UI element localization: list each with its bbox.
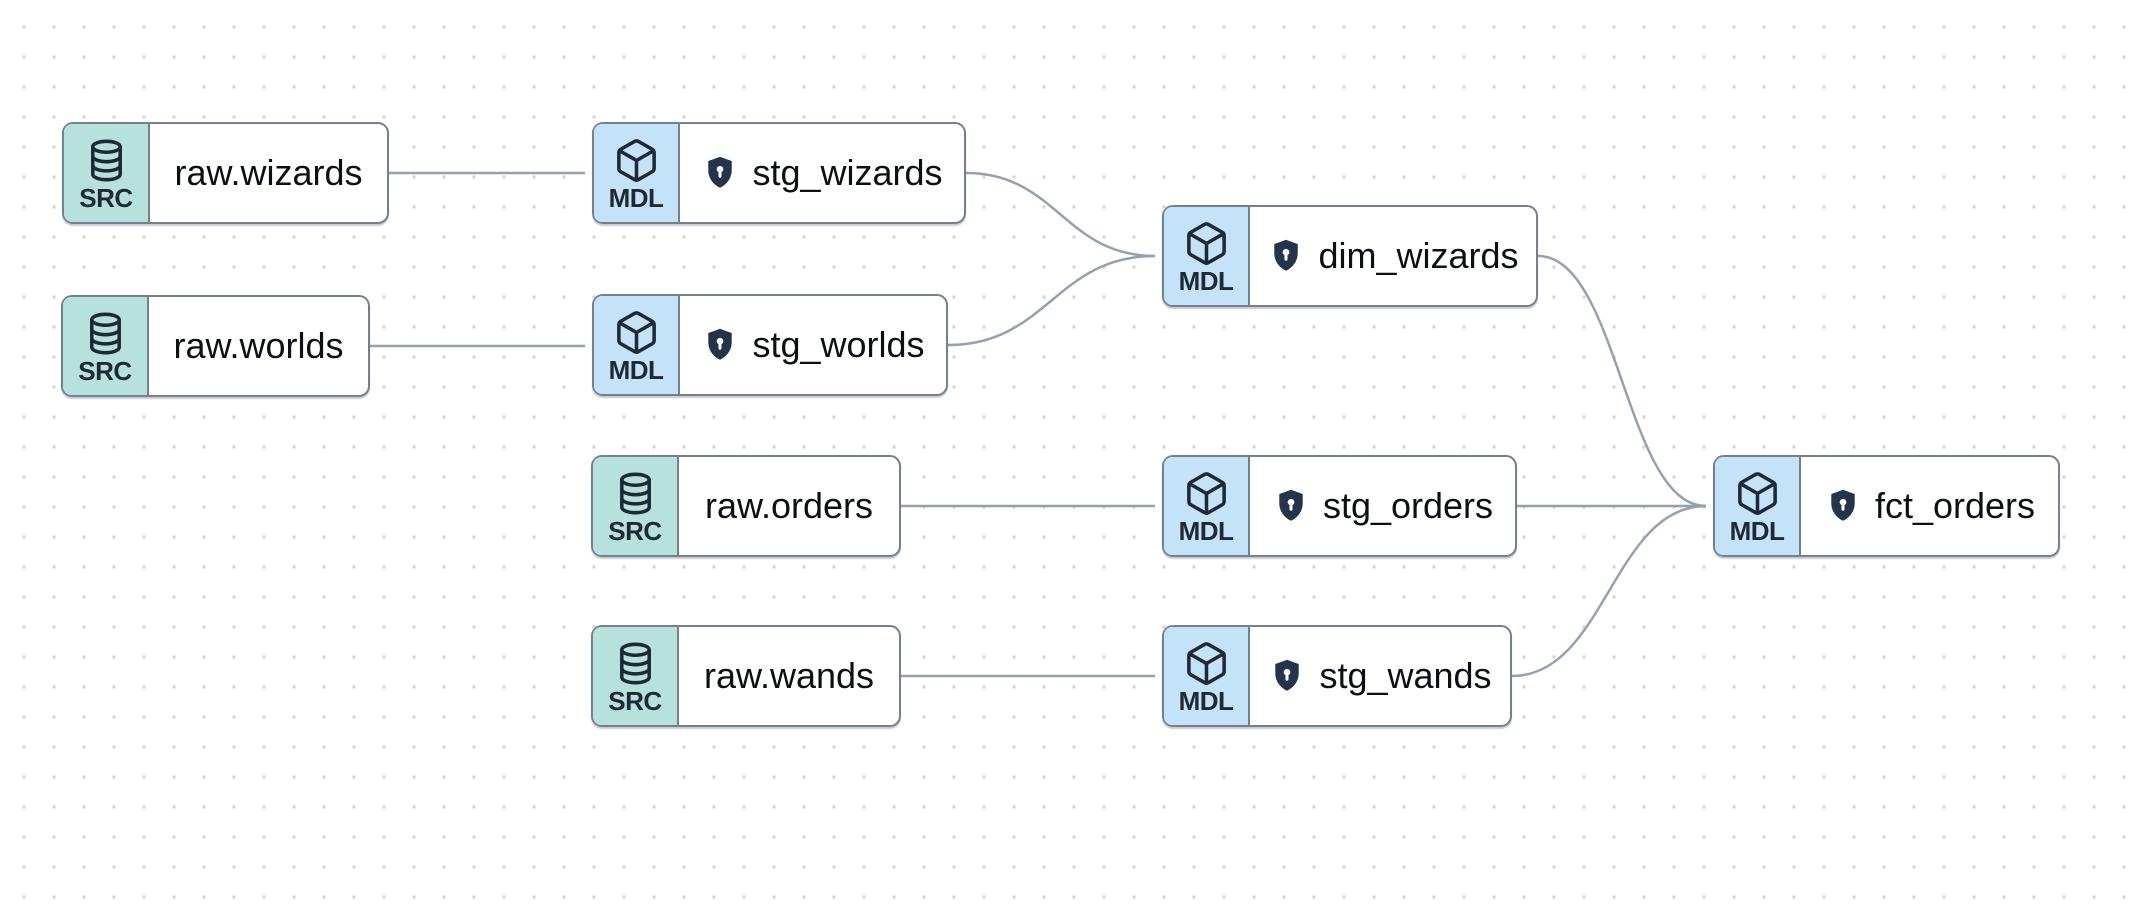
node-raw-orders[interactable]: SRC raw.orders xyxy=(591,455,901,557)
node-stg-wands[interactable]: MDL stg_wands xyxy=(1162,625,1512,727)
cube-icon xyxy=(1183,470,1230,517)
node-label: stg_orders xyxy=(1322,485,1494,526)
node-body: raw.wizards xyxy=(150,124,387,222)
node-type-badge: MDL xyxy=(1164,207,1250,305)
node-type-label: MDL xyxy=(1178,686,1234,716)
node-label: raw.worlds xyxy=(173,325,344,366)
shield-lock-icon xyxy=(701,326,739,364)
node-type-badge: SRC xyxy=(64,124,150,222)
node-label: raw.orders xyxy=(704,485,874,526)
cube-icon xyxy=(1734,470,1781,517)
node-fct-orders[interactable]: MDL fct_orders xyxy=(1713,455,2060,557)
node-type-label: MDL xyxy=(608,355,664,385)
node-label: stg_wizards xyxy=(752,152,943,193)
node-raw-wands[interactable]: SRC raw.wands xyxy=(591,625,901,727)
node-body: stg_orders xyxy=(1250,457,1515,555)
node-type-label: MDL xyxy=(1729,516,1785,546)
node-body: raw.wands xyxy=(679,627,899,725)
node-body: dim_wizards xyxy=(1250,207,1536,305)
node-raw-worlds[interactable]: SRC raw.worlds xyxy=(61,295,370,397)
node-type-label: SRC xyxy=(608,516,662,546)
node-type-label: SRC xyxy=(608,686,662,716)
cube-icon xyxy=(613,309,660,356)
node-label: stg_worlds xyxy=(752,324,925,365)
cube-icon xyxy=(1183,640,1230,687)
node-label: stg_wands xyxy=(1319,655,1492,696)
node-body: stg_worlds xyxy=(680,296,946,394)
node-type-label: SRC xyxy=(79,183,133,213)
shield-lock-icon xyxy=(701,154,739,192)
node-dim-wizards[interactable]: MDL dim_wizards xyxy=(1162,205,1538,307)
node-body: raw.worlds xyxy=(149,297,368,395)
database-icon xyxy=(612,640,659,687)
node-body: stg_wizards xyxy=(680,124,964,222)
node-type-label: MDL xyxy=(1178,266,1234,296)
node-type-badge: MDL xyxy=(1715,457,1801,555)
shield-lock-icon xyxy=(1267,237,1305,275)
shield-lock-icon xyxy=(1272,487,1310,525)
node-type-badge: SRC xyxy=(593,457,679,555)
node-label: raw.wizards xyxy=(174,152,363,193)
node-type-label: MDL xyxy=(608,183,664,213)
node-type-badge: MDL xyxy=(594,124,680,222)
cube-icon xyxy=(613,137,660,184)
edge-stg-wands-to-fct-orders xyxy=(1511,504,1707,678)
node-label: raw.wands xyxy=(703,655,875,696)
edge-stg-worlds-to-dim-wizards xyxy=(947,254,1156,347)
node-stg-wizards[interactable]: MDL stg_wizards xyxy=(592,122,966,224)
database-icon xyxy=(82,310,129,357)
node-stg-worlds[interactable]: MDL stg_worlds xyxy=(592,294,948,396)
node-raw-wizards[interactable]: SRC raw.wizards xyxy=(62,122,389,224)
shield-lock-icon xyxy=(1268,657,1306,695)
node-body: raw.orders xyxy=(679,457,899,555)
edge-stg-wizards-to-dim-wizards xyxy=(965,171,1156,258)
database-icon xyxy=(612,470,659,517)
node-type-label: SRC xyxy=(78,356,132,386)
cube-icon xyxy=(1183,220,1230,267)
edge-dim-wizards-to-fct-orders xyxy=(1537,254,1707,508)
node-type-badge: SRC xyxy=(593,627,679,725)
node-stg-orders[interactable]: MDL stg_orders xyxy=(1162,455,1517,557)
database-icon xyxy=(83,137,130,184)
node-label: fct_orders xyxy=(1874,485,2036,526)
node-type-badge: SRC xyxy=(63,297,149,395)
shield-lock-icon xyxy=(1824,487,1862,525)
node-type-badge: MDL xyxy=(1164,627,1250,725)
node-type-label: MDL xyxy=(1178,516,1234,546)
node-type-badge: MDL xyxy=(594,296,680,394)
node-label: dim_wizards xyxy=(1318,235,1519,276)
node-body: stg_wands xyxy=(1250,627,1510,725)
node-body: fct_orders xyxy=(1801,457,2058,555)
node-type-badge: MDL xyxy=(1164,457,1250,555)
